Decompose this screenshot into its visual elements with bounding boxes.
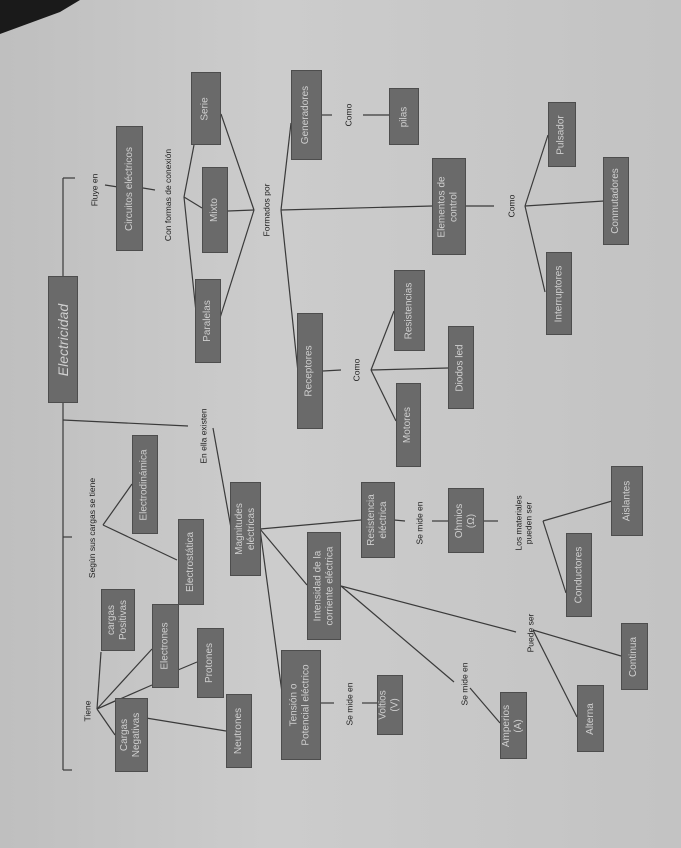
node-conductores: Conductores: [566, 533, 592, 617]
node-cargas-negativas: Cargas Negativas: [115, 698, 148, 772]
node-neutrones: Neutrones: [226, 694, 252, 768]
node-diodos-led: Diodos led: [448, 326, 474, 409]
label-se-mide-amperios: Se mide en: [459, 662, 469, 706]
node-electrostatica: Electrostática: [178, 519, 204, 605]
node-conmutadores: Conmutadores: [603, 157, 629, 245]
label-en-ella-existen: En ella existen: [199, 408, 210, 464]
label-con-formas-conexion: Con formas de conexión: [163, 148, 174, 242]
label-se-mide-voltios: Se mide en: [344, 682, 354, 726]
node-serie: Serie: [191, 72, 221, 145]
node-resistencia-electrica: Resistencia eléctrica: [361, 482, 395, 558]
label-formados-por: Formados por: [261, 183, 272, 237]
node-generadores: Generadores: [291, 70, 322, 160]
node-magnitudes-electricas: Magnitudes eléctricas: [230, 482, 261, 576]
node-continua: Continua: [621, 623, 648, 690]
node-pulsador: Pulsador: [548, 102, 576, 167]
label-como-control: Como: [506, 194, 516, 218]
node-amperios: Amperios (A): [500, 692, 527, 759]
node-pilas: pilas: [389, 88, 419, 145]
node-voltios: Voltios (V): [377, 675, 403, 735]
node-protones: Protones: [197, 628, 224, 698]
node-circuitos-electricos: Circuitos eléctricos: [116, 126, 143, 251]
node-electrodinamica: Electrodinámica: [132, 435, 158, 534]
node-aislantes: Aislantes: [611, 466, 643, 536]
node-alterna: Alterna: [577, 685, 604, 752]
label-materiales-pueden-ser: Los materiales pueden ser: [514, 495, 534, 551]
node-paralelas: Paralelas: [195, 279, 221, 363]
node-tension-potencial: Tensión o Potencial eléctrico: [281, 650, 321, 760]
node-motores: Motores: [396, 383, 421, 467]
node-electrones: Electrones: [152, 604, 179, 688]
node-interruptores: Interruptores: [546, 252, 572, 335]
label-como-pilas: Como: [343, 103, 353, 127]
label-segun-cargas: Según sus cargas se tiene: [87, 477, 97, 579]
label-como-receptores: Como: [351, 358, 361, 382]
node-elementos-control: Elementos de control: [432, 158, 466, 255]
label-puede-ser: Puede ser: [525, 613, 535, 653]
label-fluye-en: Fluye en: [89, 173, 100, 207]
node-resistencias: Resistencias: [394, 270, 425, 351]
label-tiene: Tiene: [81, 700, 92, 722]
node-ohmios: Ohmios (Ω): [448, 488, 484, 553]
node-receptores: Receptores: [297, 313, 323, 429]
label-se-mide-ohmios: Se mide en: [414, 501, 424, 545]
node-intensidad-corriente: Intensidad de la corriente eléctrica: [307, 532, 341, 640]
node-cargas-positivas: cargas Positivas: [101, 589, 135, 651]
node-electricidad: Electricidad: [48, 276, 78, 403]
node-mixto: Mixto: [202, 167, 228, 253]
